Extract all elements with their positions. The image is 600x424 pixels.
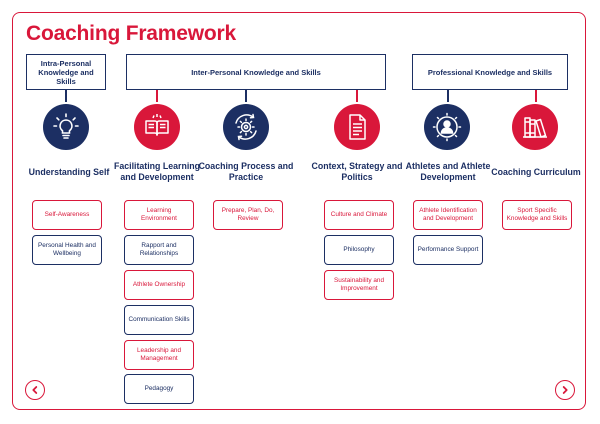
connector-line <box>356 90 358 102</box>
category-professional: Professional Knowledge and Skills <box>412 54 568 90</box>
framework-item-personal-health[interactable]: Personal Health and Wellbeing <box>32 235 102 265</box>
person-gear-icon <box>424 104 470 150</box>
chevron-left-icon <box>32 386 38 394</box>
framework-item-athlete-identification[interactable]: Athlete Identification and Development <box>413 200 483 230</box>
item-label: Culture and Climate <box>330 211 388 218</box>
column-title: Understanding Self <box>28 167 110 177</box>
framework-item-athlete-ownership[interactable]: Athlete Ownership <box>124 270 194 300</box>
category-label: Intra-Personal Knowledge and Skills <box>38 58 94 86</box>
connector-line <box>65 90 67 102</box>
column-title: Coaching Curriculum <box>491 167 581 177</box>
framework-item-sport-specific[interactable]: Sport Specific Knowledge and Skills <box>502 200 572 230</box>
category-label: Professional Knowledge and Skills <box>427 67 553 77</box>
item-label: Philosophy <box>343 246 375 253</box>
framework-item-culture[interactable]: Culture and Climate <box>324 200 394 230</box>
category-label: Inter-Personal Knowledge and Skills <box>191 67 321 77</box>
column-title: Coaching Process and Practice <box>198 161 294 182</box>
books-icon <box>512 104 558 150</box>
framework-item-leadership[interactable]: Leadership and Management <box>124 340 194 370</box>
connector-line <box>535 90 537 102</box>
framework-frame <box>12 12 586 410</box>
framework-item-self-awareness[interactable]: Self-Awareness <box>32 200 102 230</box>
gear-cycle-icon <box>223 104 269 150</box>
item-label: Athlete Identification and Development <box>419 207 477 222</box>
framework-item-performance-support[interactable]: Performance Support <box>413 235 483 265</box>
item-label: Communication Skills <box>128 316 190 323</box>
open-book-icon <box>134 104 180 150</box>
previous-page-button[interactable] <box>25 380 45 400</box>
item-label: Athlete Ownership <box>132 281 186 288</box>
connector-line <box>447 90 449 102</box>
chevron-right-icon <box>562 386 568 394</box>
item-label: Sport Specific Knowledge and Skills <box>506 207 568 222</box>
item-label: Sustainability and Improvement <box>333 277 385 292</box>
item-label: Self-Awareness <box>44 211 90 218</box>
item-label: Pedagogy <box>144 385 174 392</box>
framework-item-sustainability[interactable]: Sustainability and Improvement <box>324 270 394 300</box>
framework-item-communication[interactable]: Communication Skills <box>124 305 194 335</box>
connector-line <box>245 90 247 102</box>
item-label: Learning Environment <box>141 207 177 222</box>
item-label: Personal Health and Wellbeing <box>38 242 96 257</box>
item-label: Leadership and Management <box>136 347 182 362</box>
framework-item-philosophy[interactable]: Philosophy <box>324 235 394 265</box>
framework-item-pedagogy[interactable]: Pedagogy <box>124 374 194 404</box>
framework-item-prepare-plan[interactable]: Prepare, Plan, Do, Review <box>213 200 283 230</box>
item-label: Rapport and Relationships <box>139 242 179 257</box>
page-title: Coaching Framework <box>26 22 236 45</box>
item-label: Performance Support <box>417 246 479 253</box>
next-page-button[interactable] <box>555 380 575 400</box>
connector-line <box>156 90 158 102</box>
category-inter-personal: Inter-Personal Knowledge and Skills <box>126 54 386 90</box>
framework-item-rapport[interactable]: Rapport and Relationships <box>124 235 194 265</box>
item-label: Prepare, Plan, Do, Review <box>221 207 275 222</box>
column-title: Facilitating Learning and Development <box>113 161 201 182</box>
framework-item-learning-environment[interactable]: Learning Environment <box>124 200 194 230</box>
lightbulb-icon <box>43 104 89 150</box>
column-title: Context, Strategy and Politics <box>311 161 403 182</box>
category-intra-personal: Intra-Personal Knowledge and Skills <box>26 54 106 90</box>
document-icon <box>334 104 380 150</box>
column-title: Athletes and Athlete Development <box>405 161 491 182</box>
